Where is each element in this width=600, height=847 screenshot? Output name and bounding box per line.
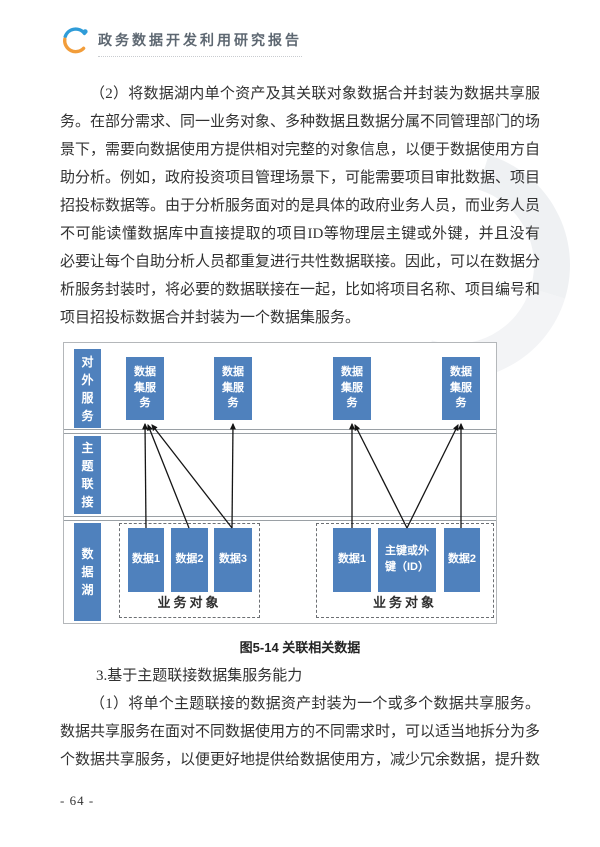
dataset-service-box-3: 数据 集服 务: [333, 357, 371, 420]
figure-caption: 图5-14 关联相关数据: [239, 640, 361, 655]
dataset-service-box-1: 数据 集服 务: [126, 357, 164, 420]
figure-5-14-diagram: 对 外 服 务 主 题 联 接 数 据 湖 数据 集服 务 数据 集服 务 数据…: [63, 342, 497, 624]
row-label-data-lake: 数 据 湖: [74, 523, 101, 621]
arrow-d3-to-svc1: [151, 424, 233, 529]
page-header: 政务数据开发利用研究报告: [60, 18, 540, 64]
band-separator-2: [64, 516, 496, 521]
org-logo-icon: [60, 24, 92, 58]
band-separator-1: [64, 429, 496, 434]
arrow-d3-to-svc2: [229, 422, 236, 529]
business-object-label-left: 业务对象: [157, 595, 222, 610]
row-label-topic-join: 主 题 联 接: [74, 436, 101, 514]
row-label-external-services: 对 外 服 务: [74, 349, 101, 428]
section-heading: 3.基于主题联接数据集服务能力: [96, 668, 303, 684]
data-box-right-2: 数据2: [444, 528, 480, 592]
arrow-key-to-svc3: [354, 424, 408, 529]
data-box-right-1: 数据1: [333, 528, 371, 592]
arrow-d2-to-svc1: [147, 423, 190, 529]
primary-foreign-key-box: 主键或外 键（ID）: [378, 528, 436, 592]
data-box-left-3: 数据3: [214, 528, 252, 592]
data-box-left-2: 数据2: [171, 528, 208, 592]
data-box-left-1: 数据1: [128, 528, 164, 592]
arrow-d1-to-svc1: [142, 422, 149, 529]
arrow-key-to-svc4: [406, 424, 459, 529]
paragraph-1: （2）将数据湖内单个资产及其关联对象数据合并封装为数据共享服务。在部分需求、同一…: [60, 86, 541, 326]
paragraph-2: （1）将单个主题联接的数据资产封装为一个或多个数据共享服务。数据共享服务在面对不…: [60, 696, 541, 768]
report-title: 政务数据开发利用研究报告: [98, 30, 302, 57]
dataset-service-box-2: 数据 集服 务: [214, 357, 252, 420]
page-number: - 64 -: [60, 793, 95, 808]
dataset-service-box-4: 数据 集服 务: [442, 357, 480, 420]
business-object-label-right: 业务对象: [372, 595, 437, 610]
